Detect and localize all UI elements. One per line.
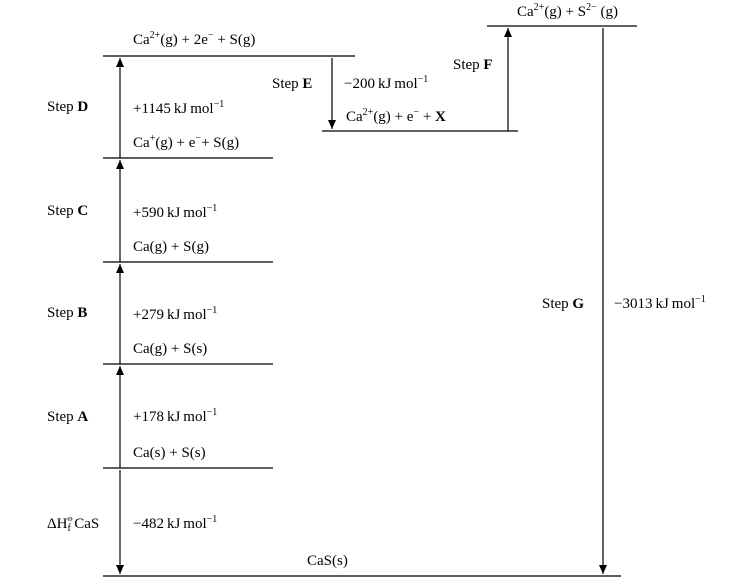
formation-enthalpy-value: −482 kJ mol−1 (133, 514, 218, 532)
step-label-b: Step B (47, 305, 88, 321)
level-label-ca-plus: Ca+(g) + e−+ S(g) (133, 133, 240, 151)
level-label-ca-g-s-s: Ca(g) + S(s) (133, 341, 208, 357)
step-value-a: +178 kJ mol−1 (133, 407, 218, 425)
step-value-b: +279 kJ mol−1 (133, 305, 218, 323)
level-label-ca-g-s-g: Ca(g) + S(g) (133, 239, 209, 255)
step-label-g: Step G (542, 296, 585, 312)
level-label-ca2-e-x: Ca2+(g) + e− + X (346, 107, 446, 125)
step-value-g: −3013 kJ mol−1 (614, 294, 706, 312)
step-label-f: Step F (453, 57, 493, 73)
step-label-a: Step A (47, 409, 89, 425)
level-label-ca-s-s-s: Ca(s) + S(s) (133, 445, 206, 461)
step-value-d: +1145 kJ mol−1 (133, 99, 225, 117)
step-value-e: −200 kJ mol−1 (344, 74, 429, 92)
level-label-ca2-2e-s: Ca2+(g) + 2e− + S(g) (133, 30, 256, 48)
formation-enthalpy-label: ΔHf⦵CaS (47, 513, 100, 534)
step-label-e: Step E (272, 76, 313, 92)
standard-state-symbol: ⦵ (65, 513, 75, 524)
step-label-d: Step D (47, 99, 89, 115)
level-label-cas: CaS(s) (307, 553, 348, 569)
step-value-c: +590 kJ mol−1 (133, 203, 218, 221)
level-label-ca2-s2: Ca2+(g) + S2− (g) (517, 2, 618, 20)
step-label-c: Step C (47, 203, 89, 219)
